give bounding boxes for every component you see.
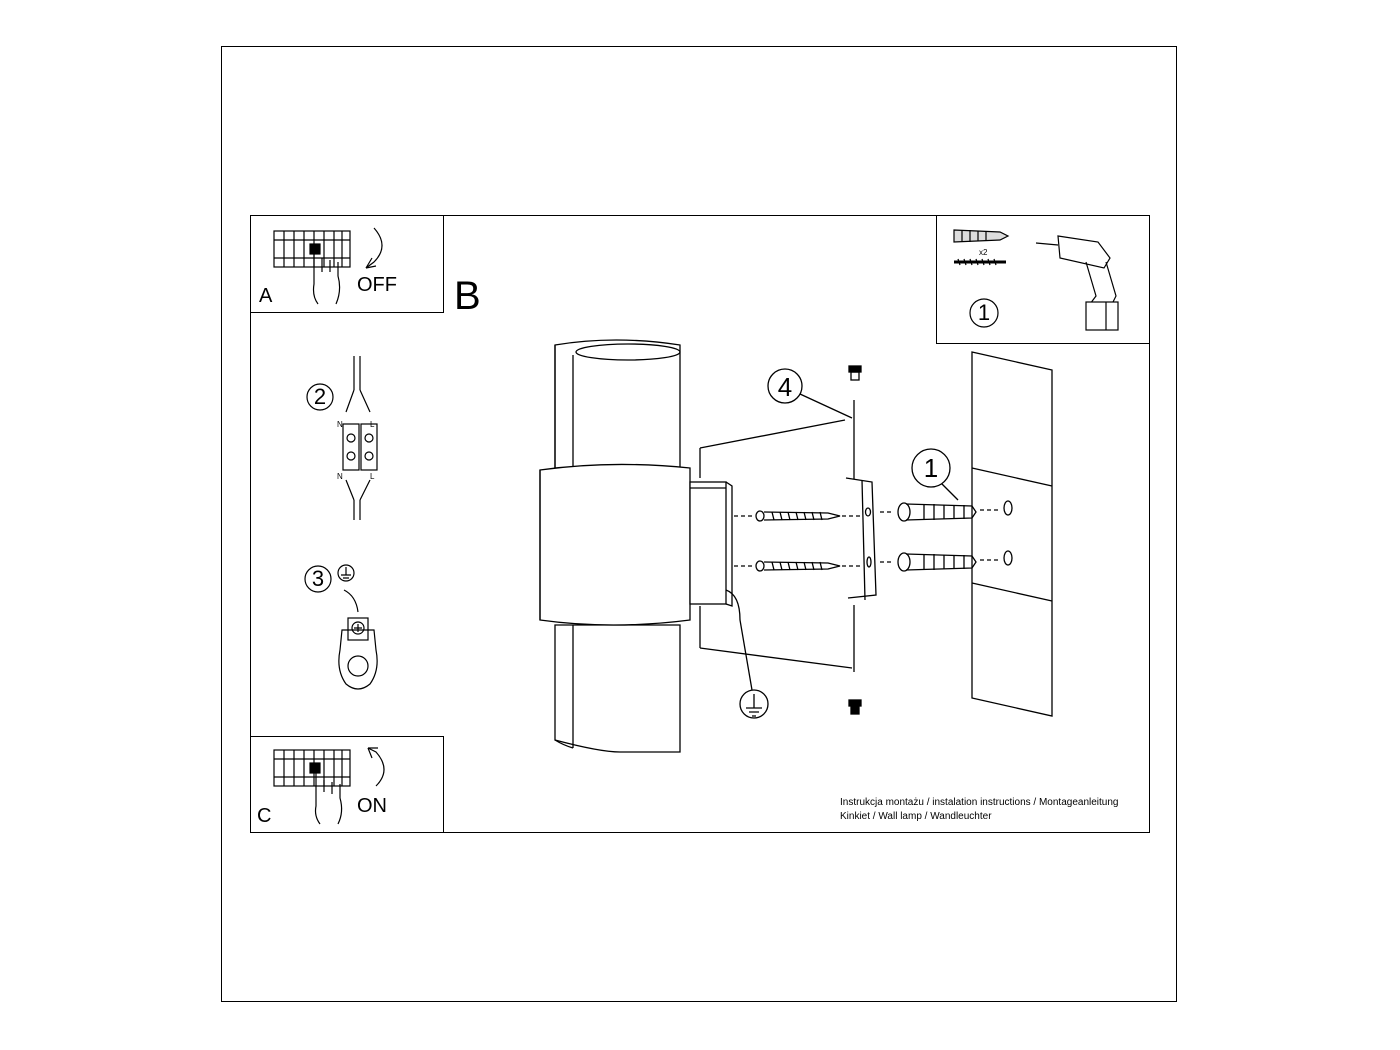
step-c-letter: C [257,805,272,827]
callout-1-tools-circle [969,298,999,328]
step-c-action: ON [357,795,387,817]
screw-icon [954,258,1006,266]
wire-neutral-label-bottom: N [337,472,343,481]
bracket-screw-top [848,365,862,381]
callout-2-circle [306,383,334,411]
lamp-lower-shade [554,624,681,753]
callout-1-circle [911,448,951,488]
breaker-box-icon [273,230,351,268]
lamp-mount-box [689,481,733,607]
screw-upper [734,510,862,522]
wall-plug-lower [880,552,998,572]
page-frame [221,46,1177,1002]
step-a-action: OFF [357,274,397,296]
wall-section [971,351,1053,717]
wall-plug-icon [953,229,1010,243]
hand-icon [314,770,343,825]
caption-product: Kinkiet / Wall lamp / Wandleuchter [840,811,992,822]
bracket-callout-number: 4 [777,372,793,402]
lamp-body [539,463,691,626]
callout-4-leader [799,393,853,419]
mounting-bracket [845,400,877,672]
hand-icon [312,250,341,305]
earth-icon [739,689,769,719]
earth-callout-number: 3 [311,566,325,591]
earth-small-icon [337,564,355,582]
wire-live-label-top: L [370,420,375,429]
wire-neutral-label-top: N [337,420,343,429]
callout-4-circle [767,368,803,404]
bracket-screw-bottom [848,699,862,715]
wire-live-label-bottom: L [370,472,375,481]
step-c-panel [250,736,444,833]
switch-down-arrow-icon [365,227,383,269]
callout-3-circle [304,565,332,593]
wall-plug-callout-number: 1 [923,453,939,483]
step-b-letter: B [454,274,481,318]
step-a-letter: A [259,285,273,307]
callout-1-leader [941,483,959,501]
earth-wire [725,589,753,691]
caption-instructions: Instrukcja montażu / instalation instruc… [840,797,1119,808]
tools-callout-number: 1 [977,300,991,325]
lamp-upper-shade [554,339,681,469]
wire-callout-number: 2 [313,384,327,409]
instruction-sheet [250,215,1150,833]
drill-icon [1035,235,1119,331]
screw-lower [734,560,862,572]
wall-plug-upper [880,502,998,522]
switch-up-arrow-icon [367,747,385,787]
wall-plug-quantity: x2 [979,248,988,257]
breaker-box-icon [273,749,351,787]
